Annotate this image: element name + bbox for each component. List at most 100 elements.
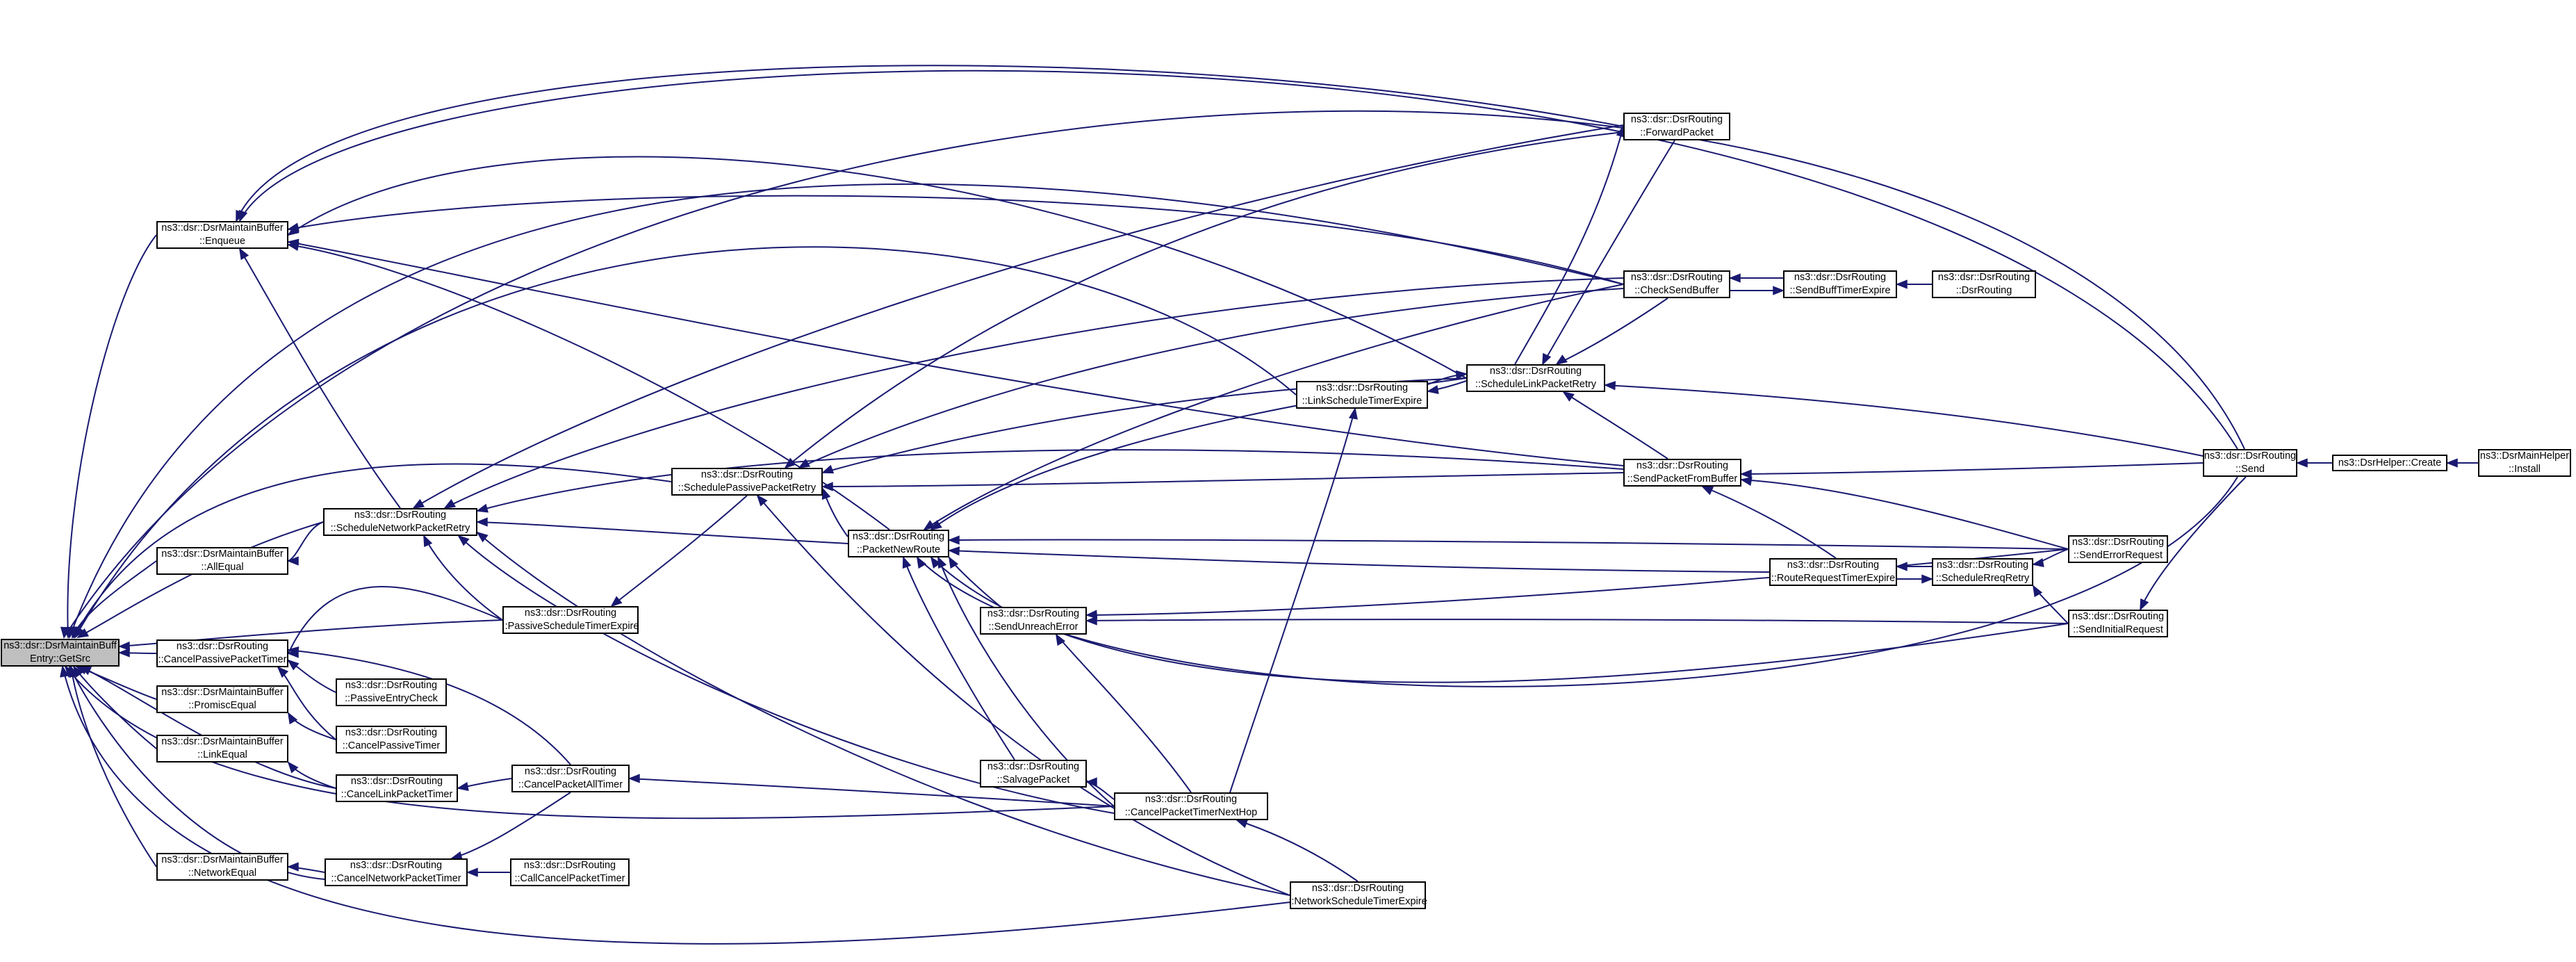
edge-csb-snpr: [444, 277, 1624, 509]
node-callcancel-line2: ::CallCancelPacketTimer: [514, 873, 625, 884]
edge-sppr-pastimer-arrowhead: [610, 596, 623, 608]
node-srr[interactable]: ns3::dsr::DsrRouting ::ScheduleRreqRetry: [1932, 558, 2033, 586]
edge-ser-pnr: [949, 539, 2069, 550]
node-srr-line2: ::ScheduleRreqRetry: [1935, 573, 2030, 584]
node-linkequal-line1: ns3::dsr::DsrMaintainBuffer: [161, 736, 284, 747]
edge-cptnh-snpr-arrowhead: [457, 535, 470, 546]
node-slpr[interactable]: ns3::dsr::DsrRouting ::ScheduleLinkPacke…: [1466, 364, 1605, 392]
edge-srr-rrte-arrowhead: [1895, 562, 1908, 571]
node-cptnh-line1: ns3::dsr::DsrRouting: [1145, 794, 1238, 805]
node-allequal[interactable]: ns3::dsr::DsrMaintainBuffer ::AllEqual: [156, 547, 288, 575]
node-send-line1: ns3::dsr::DsrRouting: [2204, 450, 2297, 462]
edge-csb-enqueue: [288, 195, 1624, 285]
edge-send-pnr-arrowhead: [916, 556, 927, 569]
edge-fwd-enqueue: [236, 65, 1624, 222]
node-sppr[interactable]: ns3::dsr::DsrRouting ::SchedulePassivePa…: [671, 468, 823, 496]
edge-cptnh-salvage-arrowhead: [1085, 777, 1097, 787]
edge-spfb-snpr: [477, 449, 1624, 512]
node-cpassive-line2: ::CancelPassivePacketTimer: [158, 654, 287, 665]
node-lste-line2: ::LinkScheduleTimerExpire: [1302, 396, 1422, 407]
node-cnetpkt[interactable]: ns3::dsr::DsrRouting ::CancelNetworkPack…: [325, 858, 468, 886]
node-fwd[interactable]: ns3::dsr::DsrRouting ::ForwardPacket: [1623, 113, 1730, 140]
edge-pnr-snpr: [477, 521, 848, 544]
node-getsrc: ns3::dsr::DsrMaintainBuff Entry::GetSrc: [1, 639, 120, 667]
edge-send-sir-arrowhead: [2140, 598, 2149, 611]
node-snpr[interactable]: ns3::dsr::DsrRouting ::ScheduleNetworkPa…: [323, 508, 477, 536]
node-lste[interactable]: ns3::dsr::DsrRouting ::LinkScheduleTimer…: [1296, 381, 1428, 409]
edge-ser-srr-arrowhead: [2031, 557, 2044, 567]
edge-lste-slpr-arrowhead: [1455, 370, 1468, 380]
node-cpktall-line1: ns3::dsr::DsrRouting: [524, 766, 617, 777]
edge-snpr-enqueue-arrowhead: [238, 247, 249, 261]
node-ctor[interactable]: ns3::dsr::DsrRouting ::DsrRouting: [1932, 270, 2036, 298]
node-nste[interactable]: ns3::dsr::DsrRouting ::NetworkScheduleTi…: [1288, 881, 1427, 909]
edge-fwd-sppr-arrowhead: [784, 457, 796, 469]
node-cpassive[interactable]: ns3::dsr::DsrRouting ::CancelPassivePack…: [156, 639, 288, 667]
node-ctor-line1: ns3::dsr::DsrRouting: [1937, 272, 2031, 283]
node-helper[interactable]: ns3::DsrHelper::Create: [2332, 455, 2447, 471]
node-linkequal[interactable]: ns3::dsr::DsrMaintainBuffer ::LinkEqual: [156, 735, 288, 763]
node-sunreach-line2: ::SendUnreachError: [988, 621, 1078, 633]
node-csb-line1: ns3::dsr::DsrRouting: [1630, 272, 1723, 283]
edge-sir-pnr-arrowhead: [930, 556, 941, 569]
edge-fwd-snpr-arrowhead: [412, 498, 425, 509]
node-main[interactable]: ns3::DsrMainHelper ::Install: [2478, 449, 2571, 477]
node-clinkpkt[interactable]: ns3::dsr::DsrRouting ::CancelLinkPacketT…: [336, 774, 458, 802]
edge-lste-getsrc: [74, 246, 1297, 638]
node-helper-line1: ns3::DsrHelper::Create: [2338, 457, 2442, 468]
edge-sir-sunreach-arrowhead: [1085, 616, 1097, 626]
edge-cptnh-lste: [1229, 408, 1356, 793]
node-sunreach-line1: ns3::dsr::DsrRouting: [987, 608, 1080, 619]
edge-cpktall-cnetpkt: [451, 792, 571, 859]
node-enqueue[interactable]: ns3::dsr::DsrMaintainBuffer ::Enqueue: [156, 221, 288, 249]
edge-csb-pnr-arrowhead: [923, 520, 935, 531]
node-cnetpkt-line2: ::CancelNetworkPacketTimer: [331, 873, 461, 884]
edge-sbte-csb-arrowhead: [1728, 273, 1741, 283]
node-salvage[interactable]: ns3::dsr::DsrRouting ::SalvagePacket: [980, 760, 1087, 788]
edge-spfb-sppr-arrowhead: [821, 482, 833, 491]
node-promiscequal[interactable]: ns3::dsr::DsrMaintainBuffer ::PromiscEqu…: [156, 685, 288, 713]
node-pentry[interactable]: ns3::dsr::DsrRouting ::PassiveEntryCheck: [336, 678, 447, 706]
node-pastimer[interactable]: ns3::dsr::DsrRouting ::PassiveScheduleTi…: [502, 606, 639, 634]
node-pastimer-line1: ns3::dsr::DsrRouting: [524, 608, 617, 619]
node-cpktall-line2: ::CancelPacketAllTimer: [518, 779, 623, 790]
edge-sppr-pastimer: [611, 495, 748, 607]
node-slpr-line1: ns3::dsr::DsrRouting: [1489, 366, 1582, 377]
edge-cptnh-getsrc: [65, 666, 1115, 820]
node-cptnh[interactable]: ns3::dsr::DsrRouting ::CancelPacketTimer…: [1114, 792, 1268, 820]
edge-snpr-getsrc: [77, 521, 324, 638]
node-sbte[interactable]: ns3::dsr::DsrRouting ::SendBuffTimerExpi…: [1783, 270, 1897, 298]
edge-send-slpr: [1605, 384, 2204, 457]
node-sunreach[interactable]: ns3::dsr::DsrRouting ::SendUnreachError: [980, 607, 1087, 635]
edge-snpr-allequal-arrowhead: [286, 556, 299, 566]
node-sir-line2: ::SendInitialRequest: [2073, 624, 2163, 635]
edge-cpasstimer-cpassive-arrowhead: [277, 666, 289, 678]
node-rrte[interactable]: ns3::dsr::DsrRouting ::RouteRequestTimer…: [1769, 558, 1897, 586]
edge-cpasstimer-promisc-arrowhead: [287, 712, 298, 725]
node-enqueue-line1: ns3::dsr::DsrMaintainBuffer: [161, 222, 284, 234]
node-csb[interactable]: ns3::dsr::DsrRouting ::CheckSendBuffer: [1623, 270, 1730, 298]
edge-cptnh-sunreach: [1056, 634, 1192, 793]
edge-cpktall-clinkpkt-arrowhead: [456, 781, 469, 791]
edge-cptnh-getsrc-arrowhead: [64, 665, 76, 678]
edge-fwd-snpr: [413, 124, 1624, 509]
node-cpasstimer[interactable]: ns3::dsr::DsrRouting ::CancelPassiveTime…: [336, 726, 447, 753]
edge-cpktall-cpassive-arrowhead: [286, 646, 300, 656]
node-cpktall[interactable]: ns3::dsr::DsrRouting ::CancelPacketAllTi…: [511, 765, 630, 792]
node-pnr-line2: ::PacketNewRoute: [856, 544, 941, 555]
node-slpr-line2: ::ScheduleLinkPacketRetry: [1475, 379, 1597, 390]
node-callcancel[interactable]: ns3::dsr::DsrRouting ::CallCancelPacketT…: [510, 858, 630, 886]
edge-ser-spfb-arrowhead: [1739, 477, 1753, 487]
edge-nste-sppr: [757, 495, 1290, 896]
edge-clinkpkt-getsrc-arrowhead: [79, 666, 92, 676]
node-pnr[interactable]: ns3::dsr::DsrRouting ::PacketNewRoute: [848, 530, 949, 557]
edge-send-spfb: [1741, 462, 2204, 475]
edge-main-helper-arrowhead: [2445, 458, 2458, 468]
node-networkequal[interactable]: ns3::dsr::DsrMaintainBuffer ::NetworkEqu…: [156, 853, 288, 881]
node-ser[interactable]: ns3::dsr::DsrRouting ::SendErrorRequest: [2068, 535, 2168, 563]
node-spfb[interactable]: ns3::dsr::DsrRouting ::SendPacketFromBuf…: [1623, 459, 1741, 487]
edge-slpr-pnr-arrowhead: [930, 520, 942, 531]
node-send[interactable]: ns3::dsr::DsrRouting ::Send: [2203, 449, 2297, 477]
node-sir[interactable]: ns3::dsr::DsrRouting ::SendInitialReques…: [2068, 610, 2168, 637]
